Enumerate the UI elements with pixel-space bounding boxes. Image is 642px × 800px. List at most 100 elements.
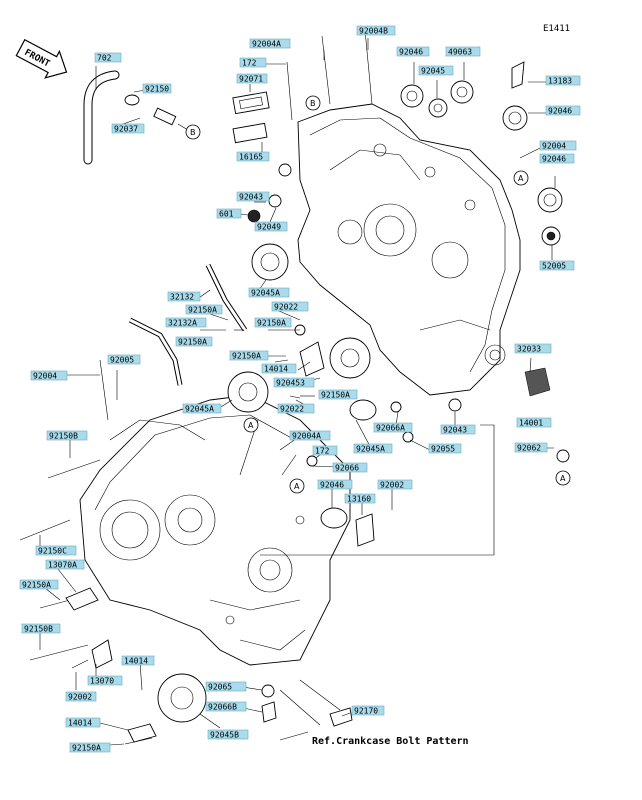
part-label-p51: 92150A (19, 579, 59, 590)
part-label-p24: 92150A (254, 317, 292, 328)
part-label-p39: 92004A (289, 430, 331, 441)
part-number-text: 92150A (22, 581, 51, 590)
ref-text: Ref.Crankcase Bolt Pattern (312, 736, 469, 747)
front-arrow-icon: FRONT (15, 38, 68, 79)
part-label-p15: 92046 (539, 153, 575, 164)
part-label-box (353, 443, 393, 454)
part-label-box (94, 52, 122, 63)
part-label-p47: 92002 (377, 479, 413, 490)
part-label-p38: 92043 (440, 424, 476, 435)
part-number-text: 13070A (48, 561, 77, 570)
part-label-box (182, 403, 222, 414)
part-number-text: 49063 (448, 48, 472, 57)
part-label-p02: 92150 (142, 83, 172, 94)
part-number-text: 92150A (321, 391, 350, 400)
part-number-text: 92046 (399, 48, 423, 57)
part-number-text: 32033 (517, 345, 541, 354)
part-number-text: 13070 (90, 677, 114, 686)
part-label-box (107, 354, 141, 365)
part-label-p52: 92150B (21, 623, 61, 634)
oil-pipes (128, 263, 248, 386)
part-label-box (545, 105, 581, 116)
part-label-box (207, 729, 249, 740)
part-number-text: 92046 (542, 155, 566, 164)
part-label-box (46, 430, 88, 441)
part-label-p01: 702 (94, 52, 122, 63)
part-label-p61: 92150A (69, 742, 111, 753)
part-number-text: 92002 (68, 693, 92, 702)
callout-a-mid: A (243, 417, 259, 433)
part-number-text: 92150B (24, 625, 53, 634)
part-number-text: 14001 (519, 419, 543, 428)
part-label-box (216, 208, 242, 219)
part-label-p25: 32132A (165, 317, 207, 328)
part-number-text: 92150A (257, 319, 286, 328)
part-label-box (35, 545, 77, 556)
part-label-box (351, 705, 385, 716)
part-number-text: 92004B (359, 27, 388, 36)
part-label-p04: 92004B (356, 25, 396, 36)
filter-fitting (524, 367, 570, 463)
part-label-p10: 92045 (418, 65, 454, 76)
callouts: B B A A A A (185, 95, 571, 494)
part-label-p17: 601 (216, 208, 242, 219)
hose-clamp (124, 94, 189, 131)
part-label-box (236, 191, 270, 202)
part-label-box (236, 151, 270, 162)
part-label-box (332, 462, 368, 473)
part-number-text: 92004A (292, 432, 321, 441)
part-number-text: 92150A (178, 338, 207, 347)
part-label-p28: 92005 (107, 354, 141, 365)
part-number-text: 172 (315, 447, 330, 456)
part-label-p08: 92046 (396, 46, 430, 57)
part-label-p58: 92170 (351, 705, 385, 716)
part-label-box (373, 422, 413, 433)
part-number-text: 92045B (210, 731, 239, 740)
part-label-box (121, 655, 155, 666)
part-label-box (377, 479, 413, 490)
part-label-box (514, 343, 552, 354)
part-number-text: 92002 (380, 481, 404, 490)
callout-b-top: B (305, 95, 321, 111)
part-label-box (249, 38, 291, 49)
part-number-text: 92055 (431, 445, 455, 454)
part-label-box (344, 493, 376, 504)
part-number-text: 92066B (208, 703, 237, 712)
part-label-p31: 14014 (261, 363, 297, 374)
part-number-text: 92046 (548, 107, 572, 116)
part-label-p05: 92004A (249, 38, 291, 49)
part-label-p48: 13160 (344, 493, 376, 504)
part-label-p27: 32033 (514, 343, 552, 354)
part-number-text: 92150C (38, 547, 67, 556)
part-label-box (87, 675, 123, 686)
part-number-text: 92045A (251, 289, 280, 298)
part-number-text: 92005 (110, 356, 134, 365)
part-label-box (539, 153, 575, 164)
part-label-p26: 92150A (175, 336, 213, 347)
part-label-box (516, 417, 552, 428)
part-label-box (254, 221, 288, 232)
part-number-text: 92066 (335, 464, 359, 473)
part-label-p03: 92037 (111, 123, 145, 134)
part-label-p40: 92150B (46, 430, 88, 441)
seals (247, 163, 462, 698)
part-number-text: 32132 (170, 293, 194, 302)
gaskets (232, 91, 270, 144)
part-label-p59: 14014 (65, 717, 101, 728)
part-label-box (428, 443, 462, 454)
part-label-box (65, 691, 97, 702)
part-label-box (239, 57, 267, 68)
part-number-text: 92004 (33, 372, 57, 381)
part-label-box (277, 403, 315, 414)
part-number-text: 13160 (347, 495, 371, 504)
part-label-p06: 172 (239, 57, 267, 68)
part-label-box (45, 559, 85, 570)
part-label-p36: 14001 (516, 417, 552, 428)
part-label-p60: 92045B (207, 729, 249, 740)
svg-text:A: A (560, 474, 566, 483)
part-label-p11: 13183 (545, 75, 581, 86)
part-label-box (205, 681, 247, 692)
part-number-text: 32132A (168, 319, 197, 328)
